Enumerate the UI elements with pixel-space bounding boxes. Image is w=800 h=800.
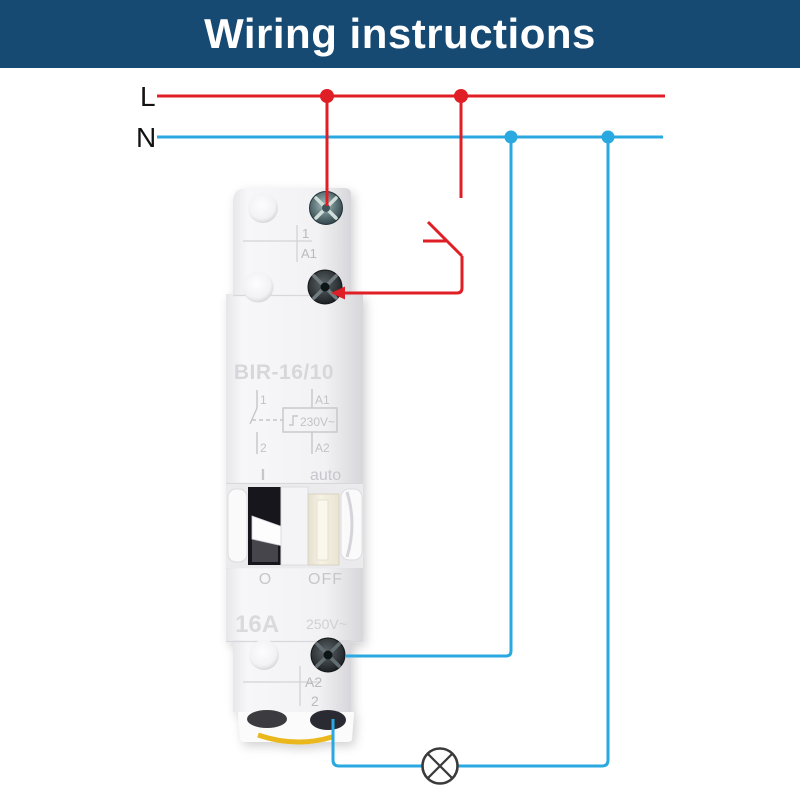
terminal-1-screw: [309, 191, 343, 225]
a2-spare-hole: [249, 640, 279, 670]
neutral-wire-to-lamp: [458, 137, 610, 768]
selector-off-label: OFF: [308, 571, 343, 588]
top-spare-hole: [248, 193, 278, 223]
foot-recess-left: [247, 710, 287, 728]
terminal-a2-screw: [310, 637, 346, 673]
device-body: [226, 294, 363, 642]
schematic-terminal-a2: A2: [315, 441, 330, 455]
title-banner: Wiring instructions: [0, 0, 800, 68]
pushbutton-switch-icon: [344, 96, 464, 295]
live-bus-label: L: [140, 81, 156, 112]
auto-slider-groove: [316, 499, 329, 561]
bottom-terminal-contact-label: 2: [311, 693, 319, 709]
page-title: Wiring instructions: [204, 10, 596, 57]
schematic-terminal-2: 2: [260, 441, 267, 455]
terminal-a1-screw: [307, 269, 343, 305]
internal-yellow-wire: [257, 732, 333, 745]
bump-shade: [345, 491, 354, 558]
foot-recess-right: [310, 710, 346, 730]
schematic-terminal-1: 1: [260, 393, 267, 407]
model-label: BIR-16/10: [234, 361, 334, 384]
selector-o-label: O: [259, 571, 271, 588]
recess-left-bump: [227, 488, 248, 563]
top-terminal-contact-label: 1: [302, 226, 309, 241]
face-schematic: [249, 389, 338, 454]
selector-on-label: I: [261, 467, 265, 484]
schematic-terminal-a1: A1: [315, 393, 330, 407]
lamp-icon: [421, 747, 459, 785]
lamp-wire-to-terminal-2: [331, 719, 422, 768]
coil-voltage-label: 230V~: [300, 415, 335, 429]
bottom-etched-cross: [243, 666, 320, 706]
current-rating-label: 16A: [235, 611, 279, 638]
voltage-rating-label: 250V~: [306, 616, 347, 632]
top-etched-cross: [243, 225, 312, 262]
neutral-bus-label: N: [136, 122, 156, 153]
top-terminal-coil-label: A1: [301, 246, 317, 261]
selector-auto-label: auto: [310, 467, 341, 484]
a1-spare-hole: [242, 271, 274, 303]
bottom-terminal-coil-label: A2: [305, 674, 322, 690]
relay-device: 1 A1 BIR-16/10 1 A1: [226, 188, 363, 745]
wire-arrowhead-a1: [331, 286, 345, 300]
neutral-wire-to-a2: [346, 137, 513, 658]
switch-divider: [280, 486, 309, 566]
